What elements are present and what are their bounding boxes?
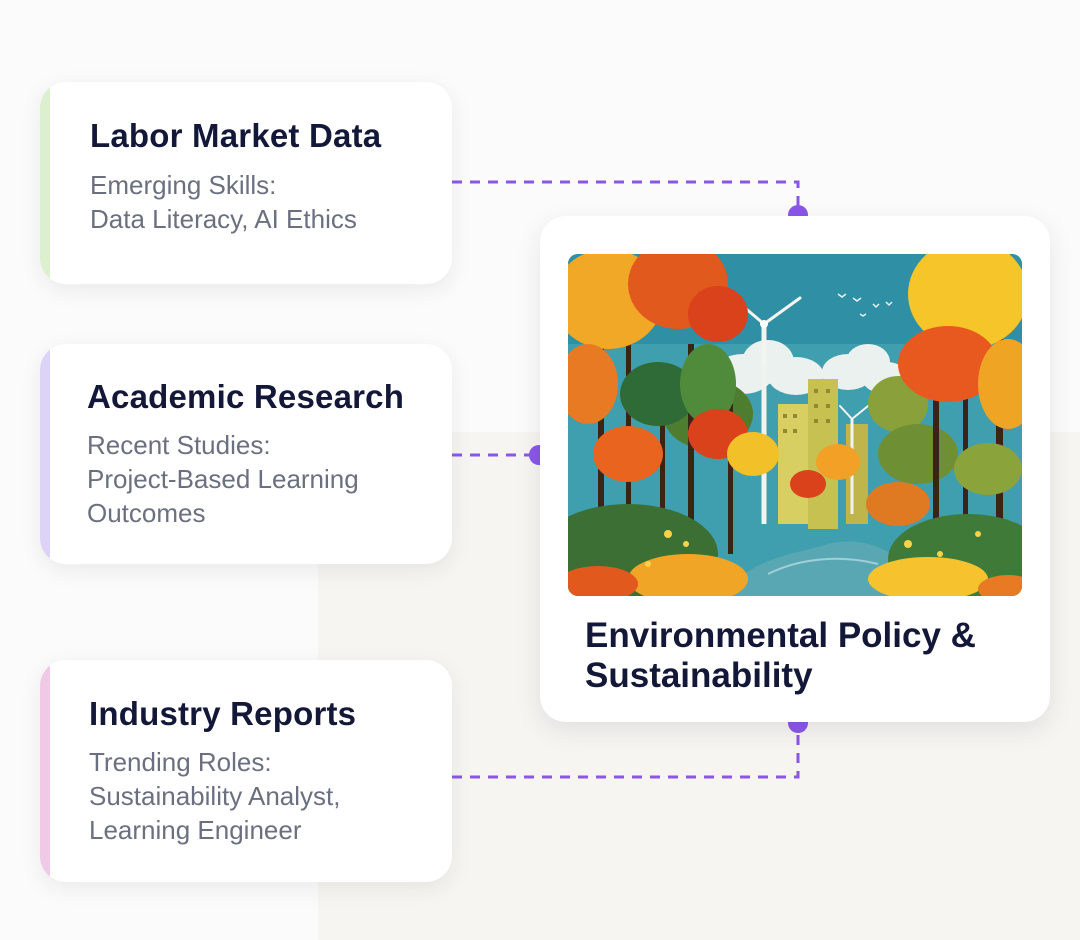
card-description: Trending Roles: Sustainability Analyst, … [89, 745, 340, 847]
card-line: Outcomes [87, 498, 206, 528]
card-description: Emerging Skills: Data Literacy, AI Ethic… [90, 168, 357, 236]
source-card-academic-research: Academic Research Recent Studies: Projec… [40, 344, 452, 564]
card-line: Recent Studies: [87, 430, 271, 460]
card-title: Labor Market Data [90, 117, 382, 154]
card-description: Recent Studies: Project-Based Learning O… [87, 428, 359, 530]
card-accent-bar [40, 660, 50, 882]
topic-title-line: Environmental Policy & [585, 616, 976, 655]
card-title: Academic Research [87, 378, 405, 415]
topic-card: Environmental Policy & Sustainability [540, 216, 1050, 722]
connector-industry-reports [452, 724, 800, 779]
card-title: Industry Reports [89, 695, 357, 732]
card-line: Emerging Skills: [90, 170, 277, 200]
card-line: Data Literacy, AI Ethics [90, 204, 357, 234]
topic-title-line: Sustainability [585, 656, 813, 695]
source-card-industry-reports: Industry Reports Trending Roles: Sustain… [40, 660, 452, 882]
connector-labor-market [452, 180, 800, 214]
card-line: Trending Roles: [89, 747, 272, 777]
forest-city-illustration [568, 254, 1022, 596]
card-line: Learning Engineer [89, 815, 302, 845]
card-line: Project-Based Learning [87, 464, 359, 494]
card-accent-bar [40, 344, 50, 564]
card-accent-bar [40, 82, 50, 284]
card-line: Sustainability Analyst, [89, 781, 341, 811]
topic-title: Environmental Policy & Sustainability [585, 616, 976, 696]
source-card-labor-market: Labor Market Data Emerging Skills: Data … [40, 82, 452, 284]
